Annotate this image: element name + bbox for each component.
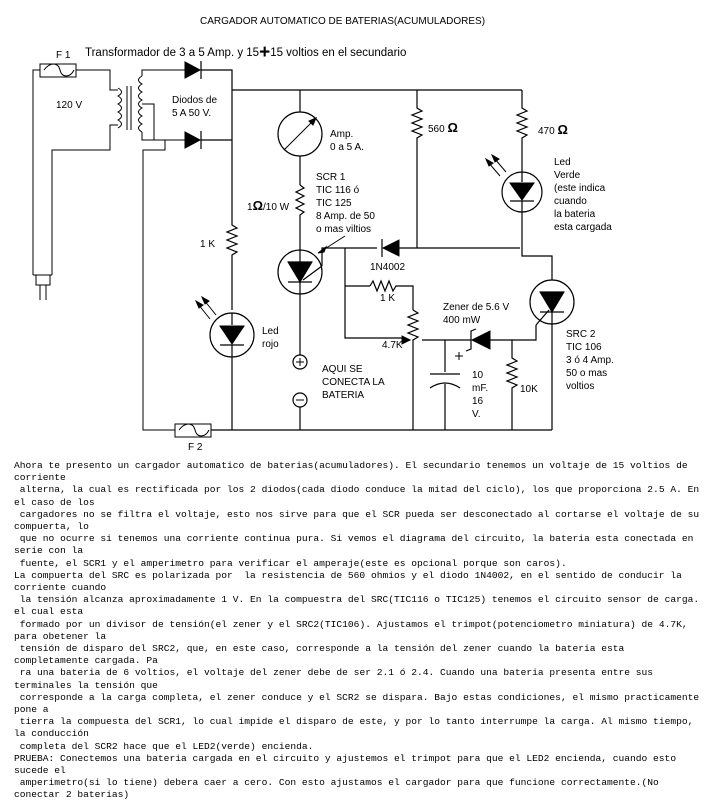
- resistor-470: [515, 90, 529, 170]
- transformer-plus-sign: +: [259, 42, 270, 63]
- ammeter-label-1: Amp.: [330, 129, 353, 140]
- capacitor-label-4: V.: [472, 409, 481, 420]
- trimpot-label: 4.7K: [382, 340, 403, 351]
- scr2-gate-wire: [512, 325, 537, 341]
- resistor-1k-mid-label: 1 K: [380, 293, 395, 304]
- resistor-560: [410, 90, 424, 248]
- ammeter-label-2: 0 a 5 A.: [330, 142, 364, 153]
- scr1-label-2: TIC 116 ó: [316, 185, 360, 196]
- battery-label-3: BATERIA: [322, 390, 364, 401]
- red-led-label-2: rojo: [262, 339, 279, 350]
- resistor-1k-mid: [369, 279, 414, 310]
- rectifier-diode-top: [184, 61, 202, 79]
- transformer-label: Transformador de 3 a 5 Amp. y 15+15 volt…: [85, 42, 406, 63]
- scr1-label-3: TIC 125: [316, 198, 352, 209]
- trimpot-4k7: [406, 309, 420, 430]
- red-led: [194, 295, 255, 358]
- mains-plug: [33, 274, 52, 300]
- transformer: [116, 69, 185, 431]
- resistor-470-label: 470 Ω: [538, 122, 568, 137]
- resistor-1k-left-label: 1 K: [200, 239, 215, 250]
- rectified-wire: [201, 69, 233, 141]
- resistor-1ohm-label: 1Ω/10 W: [247, 198, 290, 213]
- resistor-560-label: 560 Ω: [428, 120, 458, 135]
- fuse-f2: [174, 423, 212, 438]
- transformer-label-prefix: Transformador de 3 a 5 Amp. y 15: [85, 47, 259, 59]
- resistor-1k-left: [225, 140, 239, 310]
- rectifier-diode-bottom: [184, 131, 202, 149]
- green-led-label-6: esta cargada: [554, 222, 612, 233]
- capacitor-label-1: 10: [472, 370, 484, 381]
- voltage-120v-label: 120 V: [56, 100, 82, 111]
- battery-label-2: CONECTA LA: [322, 377, 385, 388]
- resistor-10k-label: 10K: [520, 384, 538, 395]
- green-led-label-1: Led: [554, 157, 571, 168]
- circuit-schematic: CARGADOR AUTOMATICO DE BATERIAS(ACUMULAD…: [32, 16, 614, 453]
- diode-1n4002: [381, 239, 400, 257]
- scr1-gate-wire: [321, 247, 345, 266]
- scr2-label-1: SRC 2: [566, 329, 596, 340]
- resistor-10k: [505, 340, 519, 430]
- scr2-label-5: voltios: [566, 381, 594, 392]
- green-led-label-3: (este indica: [554, 183, 606, 194]
- fuse-f1-label: F 1: [56, 50, 71, 61]
- scr2-label-4: 50 o mas: [566, 368, 607, 379]
- diodes-label-1: Diodos de: [172, 95, 217, 106]
- scr2-anode-wire: [521, 248, 553, 280]
- trimpot-wiper: [401, 335, 412, 345]
- primary-wires: [32, 69, 118, 275]
- green-led-label-4: cuando: [554, 196, 587, 207]
- zener-label-1: Zener de 5.6 V: [443, 302, 509, 313]
- green-led-label-5: la bateria: [554, 209, 596, 220]
- transformer-label-suffix: 15 voltios en el secundario: [270, 47, 406, 59]
- scr2-label-2: TIC 106: [566, 342, 602, 353]
- trimpot-feed: [344, 248, 405, 339]
- scr1-thyristor: [277, 249, 323, 295]
- diagram-title: CARGADOR AUTOMATICO DE BATERIAS(ACUMULAD…: [200, 16, 485, 27]
- diode-1n4002-label: 1N4002: [370, 262, 405, 273]
- fuse-f1: [39, 63, 77, 78]
- zener-label-2: 400 mW: [443, 315, 481, 326]
- fuse-f2-label: F 2: [188, 442, 203, 453]
- battery-label-1: AQUI SE: [322, 364, 363, 375]
- scr2-label-3: 3 ó 4 Amp.: [566, 355, 614, 366]
- ammeter: [277, 111, 323, 157]
- red-led-label-1: Led: [262, 326, 279, 337]
- capacitor-label-2: mF.: [472, 383, 488, 394]
- battery-negative-terminal: [292, 392, 308, 408]
- diodes-label-2: 5 A 50 V.: [172, 108, 211, 119]
- capacitor-10mf: [429, 352, 463, 389]
- green-led: [484, 153, 543, 248]
- circuit-description: Ahora te presento un cargador automatico…: [14, 460, 700, 801]
- scr1-label-1: SCR 1: [316, 172, 346, 183]
- resistor-1ohm: [294, 184, 306, 250]
- battery-positive-terminal: [292, 354, 308, 370]
- capacitor-label-3: 16: [472, 396, 484, 407]
- scr1-label-4: 8 Amp. de 50: [316, 211, 375, 222]
- green-led-label-2: Verde: [554, 170, 581, 181]
- scr1-label-5: o mas viltios: [316, 224, 371, 235]
- scr2-thyristor: [529, 279, 575, 326]
